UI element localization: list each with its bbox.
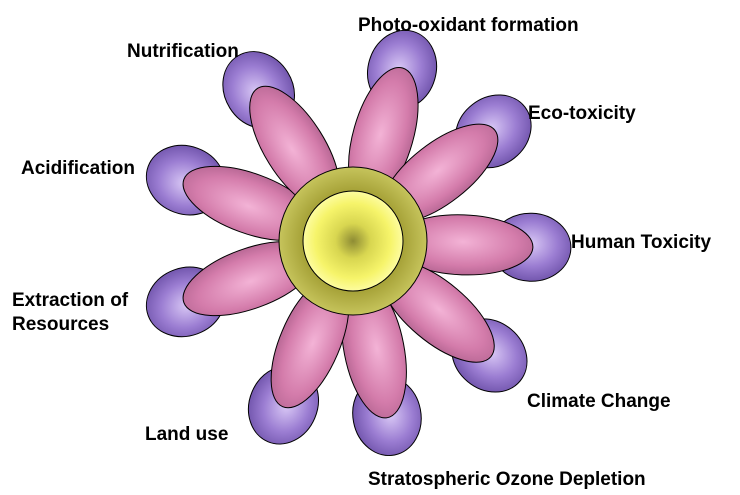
label-nutrification: Nutrification bbox=[127, 40, 239, 64]
label-extraction-line2: Resources bbox=[12, 313, 128, 337]
label-acidification: Acidification bbox=[21, 157, 135, 181]
label-photo-oxidant-formation: Photo-oxidant formation bbox=[358, 14, 579, 38]
label-human-toxicity: Human Toxicity bbox=[571, 231, 711, 255]
label-land-use: Land use bbox=[145, 423, 228, 447]
label-stratospheric-ozone-depletion: Stratospheric Ozone Depletion bbox=[368, 468, 646, 492]
label-extraction-of-resources: Extraction of Resources bbox=[12, 289, 128, 337]
label-extraction-line1: Extraction of bbox=[12, 289, 128, 313]
center-disc bbox=[303, 191, 403, 291]
label-climate-change: Climate Change bbox=[527, 390, 671, 414]
label-eco-toxicity: Eco-toxicity bbox=[528, 102, 636, 126]
